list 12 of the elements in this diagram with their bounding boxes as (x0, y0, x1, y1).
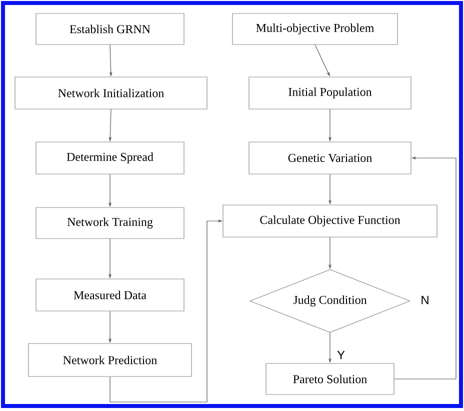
process-box: Network Initialization (14, 76, 208, 110)
edge-label: N (420, 294, 430, 306)
process-box: Network Prediction (28, 343, 192, 377)
process-box: Calculate Objective Function (222, 204, 438, 238)
process-box: Network Training (36, 207, 184, 239)
process-box: Establish GRNN (36, 13, 184, 45)
process-box: Initial Population (248, 76, 412, 110)
process-box: Genetic Variation (248, 142, 412, 174)
process-box: Multi-objective Problem (232, 13, 398, 45)
process-box: Measured Data (36, 278, 184, 312)
process-box: Determine Spread (36, 142, 184, 174)
process-box: Pareto Solution (266, 363, 394, 395)
